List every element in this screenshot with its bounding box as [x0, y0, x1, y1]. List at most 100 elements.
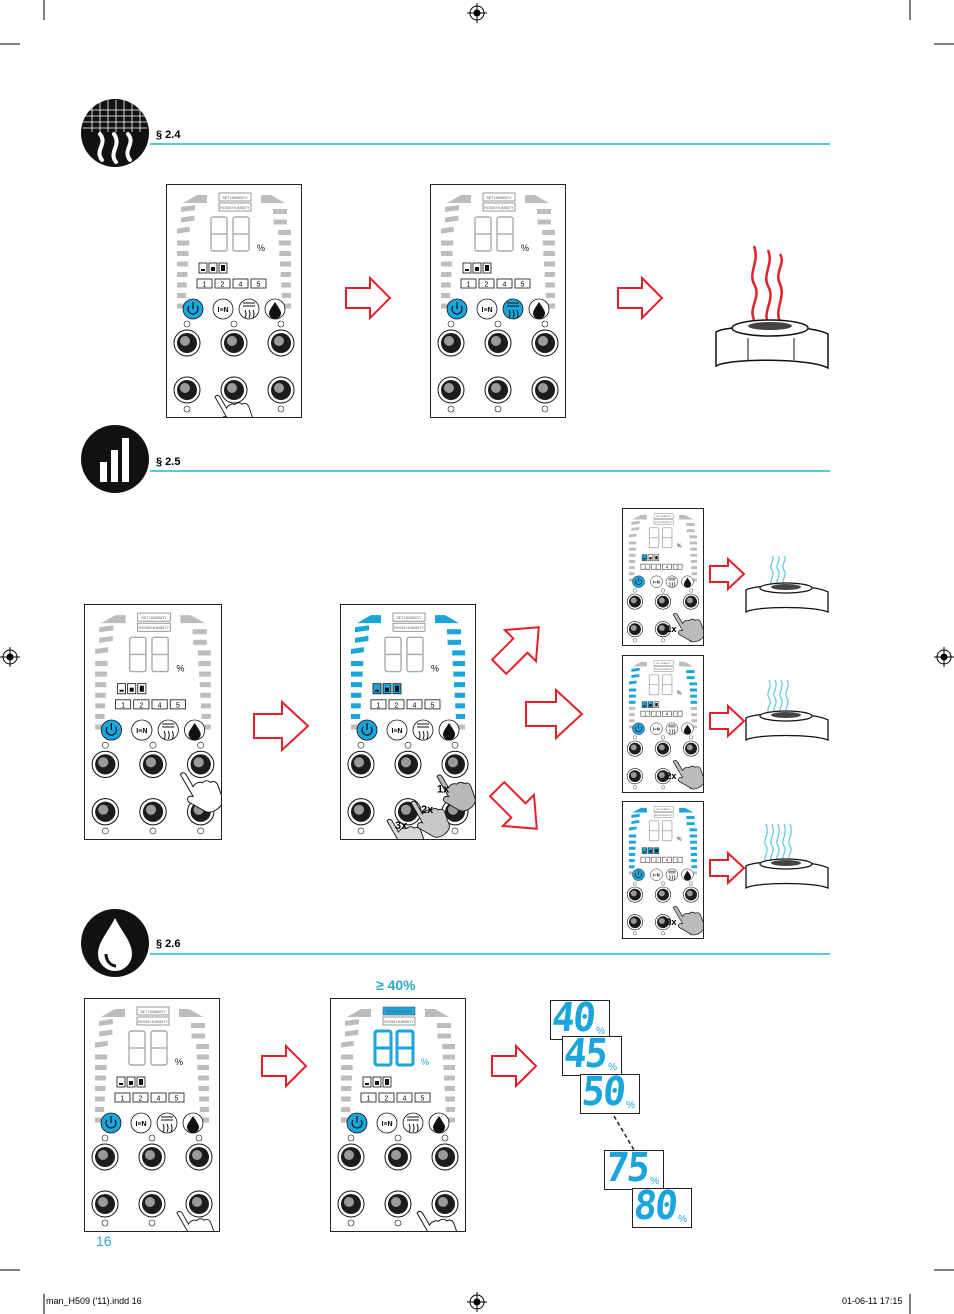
- humidity-button[interactable]: [431, 1190, 459, 1227]
- indicator-bar: [201, 713, 211, 719]
- indicator-bar: [445, 1096, 455, 1102]
- clock-button[interactable]: [626, 621, 643, 643]
- clock-button[interactable]: [437, 376, 465, 413]
- clock-button[interactable]: [626, 914, 643, 936]
- clock-button[interactable]: [91, 1190, 119, 1227]
- seven-segment-digit: [648, 527, 660, 549]
- clock-button[interactable]: [347, 798, 375, 835]
- indicator-bar: [690, 840, 698, 844]
- warm-mist-button[interactable]: [384, 1190, 412, 1227]
- seven-segment-digit: [496, 216, 514, 252]
- humidity-button[interactable]: [531, 376, 559, 413]
- warm-mist-button[interactable]: [654, 768, 672, 790]
- indicator-bar: [689, 828, 698, 832]
- ion-button[interactable]: [394, 741, 422, 778]
- indicator-bar: [679, 514, 694, 520]
- preset-label: 2: [385, 1096, 389, 1103]
- indicator-bar: [686, 822, 695, 826]
- indicator-bar: [543, 251, 555, 256]
- indicator-bar: [177, 303, 186, 309]
- warm-mist-button[interactable]: [138, 1190, 166, 1227]
- warm-mist-button[interactable]: [654, 621, 672, 643]
- warm-mist-button[interactable]: [220, 376, 248, 413]
- indicator-bar: [177, 261, 188, 267]
- indicator-bar: [455, 703, 465, 709]
- fan-speed-indicator: [372, 683, 382, 695]
- indicator-bar: [341, 1075, 352, 1081]
- speed-button[interactable]: [531, 320, 559, 357]
- speed-button[interactable]: [185, 1134, 213, 1171]
- press-count-label: 2x: [666, 771, 677, 782]
- room-humidity-label-box: [136, 1016, 170, 1026]
- preset-label: 4: [413, 702, 417, 709]
- speed-button[interactable]: [187, 741, 215, 778]
- red-arrow-up-right: [490, 626, 540, 676]
- indicator-bar: [628, 547, 636, 551]
- ion-button[interactable]: [484, 320, 512, 357]
- speed-button[interactable]: [431, 1134, 459, 1171]
- timer-button[interactable]: [91, 741, 119, 778]
- ion-button[interactable]: [654, 881, 672, 903]
- timer-button[interactable]: [626, 735, 643, 757]
- registration-mark-right: [934, 647, 954, 667]
- warm-mist-button[interactable]: [654, 914, 672, 936]
- ion-button[interactable]: [384, 1134, 412, 1171]
- indicator-bar: [345, 1019, 359, 1027]
- indicator-bar: [542, 230, 555, 235]
- pointing-hand-icon: [436, 774, 475, 812]
- humidity-button[interactable]: [267, 376, 295, 413]
- ion-button[interactable]: [138, 1134, 166, 1171]
- indicator-bar: [632, 514, 647, 520]
- speed-button[interactable]: [683, 881, 700, 903]
- seven-segment-digit: [210, 216, 228, 252]
- ion-button[interactable]: [139, 741, 167, 778]
- speed-button[interactable]: [441, 741, 469, 778]
- indicator-bar: [631, 526, 640, 532]
- indicator-bar: [443, 1065, 455, 1070]
- humidity-value: 80: [631, 1183, 679, 1229]
- speed-button[interactable]: [683, 588, 700, 610]
- timer-button[interactable]: [173, 320, 201, 357]
- timer-button[interactable]: [437, 320, 465, 357]
- footer-date-time: 01-06-11 17:15: [842, 1296, 903, 1306]
- ion-button[interactable]: [654, 735, 672, 757]
- indicator-bar: [278, 230, 291, 235]
- indicator-bar: [191, 1033, 205, 1039]
- indicator-bar: [686, 529, 695, 533]
- preset-label: 1: [367, 1096, 371, 1103]
- red-arrow-right: [525, 688, 584, 740]
- ion-button[interactable]: [220, 320, 248, 357]
- indicator-bar: [628, 707, 636, 710]
- indicator-bar: [441, 251, 453, 256]
- clock-button[interactable]: [173, 376, 201, 413]
- clock-button[interactable]: [337, 1190, 365, 1227]
- indicator-bar: [689, 541, 698, 545]
- indicator-bar: [631, 667, 640, 672]
- svg-text:I≡N: I≡N: [391, 728, 402, 735]
- fan-speed-indicator: [392, 683, 402, 695]
- clock-button[interactable]: [626, 768, 643, 790]
- warm-mist-button[interactable]: [139, 798, 167, 835]
- humidity-button[interactable]: [185, 1190, 213, 1227]
- indicator-bar: [628, 680, 637, 685]
- warm-mist-button[interactable]: [484, 376, 512, 413]
- timer-button[interactable]: [626, 881, 643, 903]
- indicator-bar: [445, 1107, 455, 1112]
- speed-button[interactable]: [683, 735, 700, 757]
- fan-speed-indicator: [208, 262, 218, 274]
- timer-button[interactable]: [337, 1134, 365, 1171]
- indicator-bar: [355, 635, 369, 643]
- seven-segment-digit: [128, 1030, 146, 1066]
- indicator-bar: [689, 688, 698, 692]
- indicator-bar: [628, 865, 635, 869]
- timer-button[interactable]: [347, 741, 375, 778]
- indicator-bar: [95, 1096, 105, 1102]
- humidifier-mist-high: [742, 816, 830, 895]
- timer-button[interactable]: [626, 588, 643, 610]
- speed-button[interactable]: [267, 320, 295, 357]
- indicator-bar: [444, 1075, 455, 1081]
- ion-button[interactable]: [654, 588, 672, 610]
- timer-button[interactable]: [91, 1134, 119, 1171]
- clock-button[interactable]: [91, 798, 119, 835]
- fan-speed-indicator: [462, 262, 472, 274]
